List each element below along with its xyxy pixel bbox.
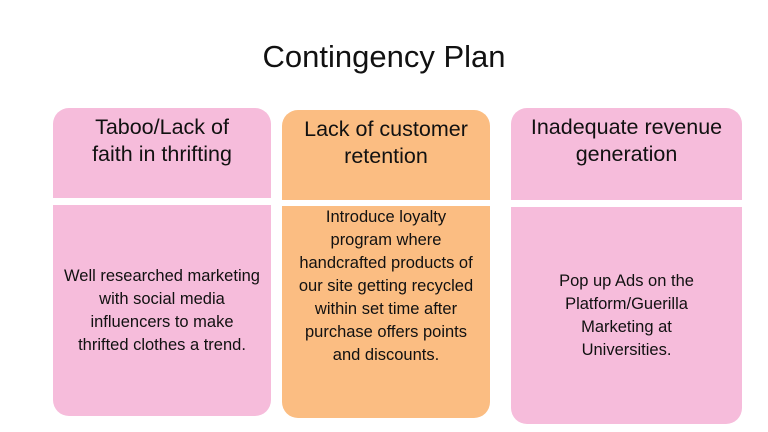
mitigation-box-revenue: Pop up Ads on the Platform/Guerilla Mark… xyxy=(511,207,742,424)
mitigation-box-retention: Introduce loyalty program where handcraf… xyxy=(282,206,490,418)
risk-header-revenue: Inadequate revenue generation xyxy=(511,108,742,200)
mitigation-text: Introduce loyalty program where handcraf… xyxy=(298,208,474,364)
mitigation-box-taboo: Well researched marketing with social me… xyxy=(53,205,271,416)
risk-header-retention: Lack of customer retention xyxy=(282,110,490,200)
risk-header-taboo: Taboo/Lack of faith in thrifting xyxy=(53,108,271,198)
mitigation-text: Pop up Ads on the Platform/Guerilla Mark… xyxy=(559,271,694,359)
risk-header-label: Inadequate revenue generation xyxy=(530,115,723,166)
mitigation-text: Well researched marketing with social me… xyxy=(64,266,260,354)
risk-header-label: Taboo/Lack of faith in thrifting xyxy=(92,115,232,166)
risk-header-label: Lack of customer retention xyxy=(304,117,468,168)
page-title: Contingency Plan xyxy=(262,39,506,74)
